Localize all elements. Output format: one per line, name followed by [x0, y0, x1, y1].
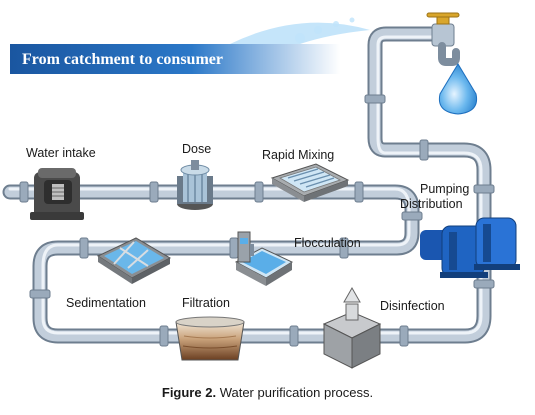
sedimentation-icon [96, 237, 172, 284]
label-rapid-mixing: Rapid Mixing [262, 148, 335, 162]
figure-caption: Figure 2. Water purification process. [0, 385, 535, 400]
caption-text: Water purification process. [219, 385, 374, 400]
banner-title: From catchment to consumer [22, 51, 223, 68]
label-pumping: Pumping [420, 182, 470, 196]
flocculation-icon [234, 231, 294, 286]
label-filtration: Filtration [182, 296, 230, 310]
label-distribution: Distribution [400, 197, 463, 211]
water-intake-icon [30, 168, 84, 220]
water-drop-icon [438, 63, 478, 115]
filtration-tank-icon [175, 316, 245, 361]
pipe-network [2, 26, 492, 344]
label-flocculation: Flocculation [294, 236, 361, 250]
dose-tank-icon [177, 160, 213, 210]
pump-icon [420, 217, 520, 278]
banner [10, 17, 370, 74]
disinfection-icon [322, 286, 382, 369]
label-sedimentation: Sedimentation [66, 296, 146, 310]
pipe-couplings [19, 94, 495, 347]
label-dose: Dose [182, 142, 212, 156]
rapid-mixing-icon [270, 163, 350, 202]
label-water-intake: Water intake [26, 146, 96, 160]
caption-label: Figure 2. [161, 385, 217, 400]
tap-icon [426, 12, 460, 66]
label-disinfection: Disinfection [380, 299, 445, 313]
